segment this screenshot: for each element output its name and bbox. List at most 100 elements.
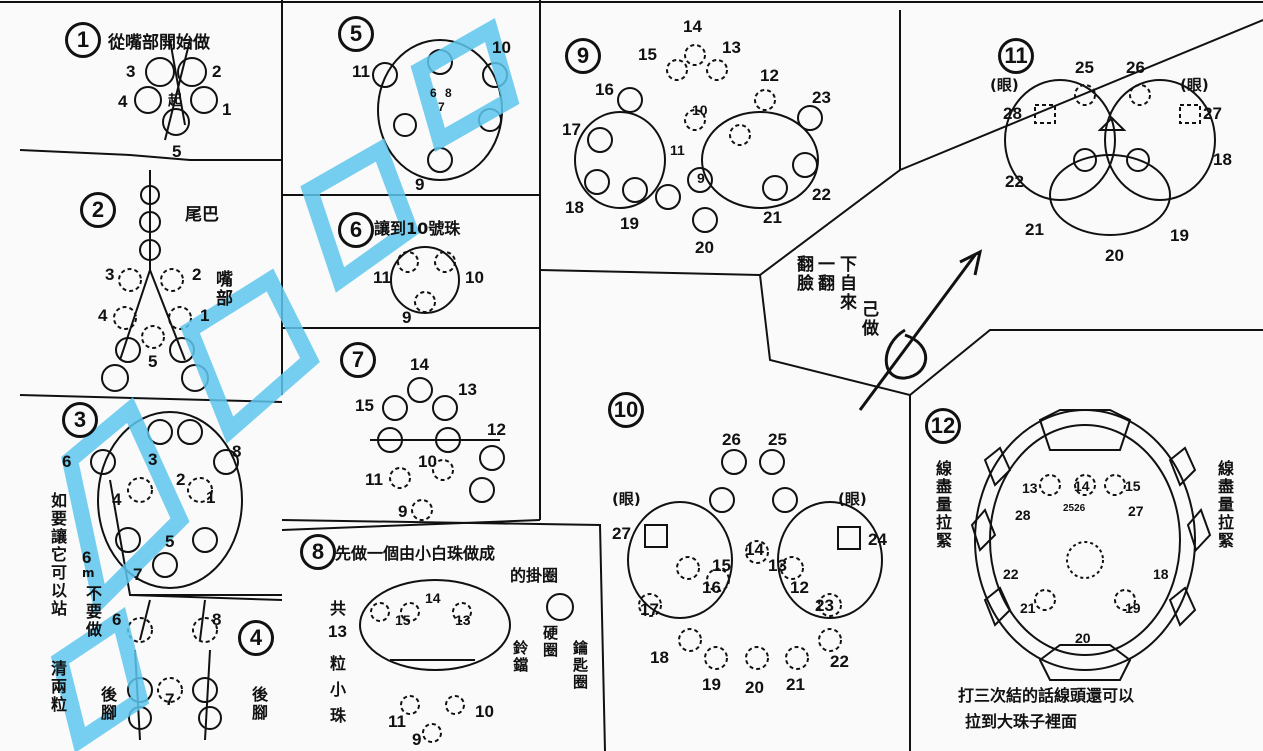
- bead-label: 18: [1213, 150, 1232, 169]
- start-label: 起: [168, 93, 182, 109]
- bead-label: 5: [165, 532, 175, 551]
- side-note-3: 清兩粒: [48, 660, 67, 714]
- bead-label: 1: [200, 306, 210, 325]
- bead-label: 21: [1020, 600, 1036, 616]
- bead-label: 4: [118, 92, 128, 111]
- bead-label: 11: [388, 712, 406, 731]
- step-1-badge: 1: [65, 22, 101, 58]
- bead-label: 28: [1015, 507, 1031, 523]
- bead-label: 16: [702, 578, 721, 597]
- bead-label: 23: [812, 88, 831, 107]
- bead-label: 22: [812, 185, 831, 204]
- bead-label: 14: [745, 540, 764, 559]
- bead-label: 7: [133, 565, 143, 584]
- bead-label: 16: [595, 80, 614, 99]
- bead-label: 17: [562, 120, 581, 139]
- side-note-2: 不要做: [83, 585, 102, 639]
- step-8-title-1: 先做一個由小白珠做成: [335, 544, 496, 563]
- bead-label: 4: [112, 490, 122, 509]
- bead-label: 10: [692, 102, 708, 118]
- bead-label: 9: [697, 170, 705, 186]
- bead-label: 13: [1022, 480, 1038, 496]
- bead-label: 10: [418, 452, 437, 471]
- bead-label: 11: [373, 268, 391, 287]
- bead-label: 2: [176, 470, 186, 489]
- bead-label: 10: [465, 268, 484, 287]
- step-3-badge: 3: [62, 402, 98, 438]
- bead-label: 26: [722, 430, 741, 449]
- bead-label: 8: [212, 610, 222, 629]
- bead-label: 8: [232, 442, 242, 461]
- bead-label: 13: [768, 556, 787, 575]
- flip-note-c2: 一翻: [814, 255, 834, 293]
- bead-label: 9: [398, 502, 408, 521]
- bead-label: 2526: [1063, 503, 1086, 514]
- bead-label: 21: [786, 675, 805, 694]
- step-9-badge: 9: [565, 38, 601, 74]
- bead-label: 11: [365, 470, 383, 489]
- bell-label: 鈴鐺: [511, 640, 529, 674]
- bead-label: 3: [126, 62, 136, 81]
- bead-label: 19: [620, 214, 639, 233]
- step-1-title: 從嘴部開始做: [108, 33, 210, 53]
- bead-label: 12: [487, 420, 506, 439]
- step-6-badge: 6: [338, 212, 374, 248]
- bead-label: 14: [1074, 478, 1090, 494]
- bead-label: 10: [475, 702, 494, 721]
- bead-label: 19: [702, 675, 721, 694]
- zhu-label: 珠: [330, 706, 347, 725]
- bead-label: 7: [165, 690, 175, 709]
- bead-label: 28: [1003, 104, 1022, 123]
- side-note-number: 6: [82, 548, 92, 567]
- bead-label: 5: [148, 352, 158, 371]
- bead-label: 22: [1003, 566, 1019, 582]
- step-8-badge: 8: [300, 534, 336, 570]
- bead-label: 7: [438, 100, 445, 114]
- bead-label: 15: [395, 612, 411, 628]
- bead-label: 9: [402, 308, 412, 327]
- bead-label: 18: [565, 198, 584, 217]
- hard-ring-label: 硬圈: [541, 625, 559, 659]
- bead-label: 13: [455, 612, 471, 628]
- bead-label: 6: [430, 86, 437, 100]
- bead-label: 18: [650, 648, 669, 667]
- bead-label: 14: [425, 590, 441, 606]
- bead-label: 4: [98, 306, 108, 325]
- step-8-title-2: 的掛圈: [510, 566, 559, 585]
- bead-label: 26: [1126, 58, 1145, 77]
- bead-label: 10: [492, 38, 511, 57]
- bead-label: 20: [745, 678, 764, 697]
- bead-label: 19: [1125, 600, 1141, 616]
- bead-label: 22: [1005, 172, 1024, 191]
- flip-note-c3: 下自來: [836, 255, 856, 312]
- flip-note-c4: 己做: [858, 300, 878, 338]
- bead-label: 27: [1203, 104, 1222, 123]
- bead-label: 9: [412, 730, 422, 749]
- step-10-badge: 10: [608, 392, 644, 428]
- bead-label: 22: [830, 652, 849, 671]
- tail-label: 尾巴: [185, 205, 219, 225]
- eye-right-label: (眼): [838, 490, 867, 508]
- step-7-badge: 7: [340, 342, 376, 378]
- step-6-title: 讓到10號珠: [374, 219, 461, 238]
- key-ring-label: 鑰匙圈: [571, 640, 589, 691]
- step-5-badge: 5: [338, 16, 374, 52]
- bead-label: 25: [1075, 58, 1094, 77]
- side-note-1: 如要讓它可以站: [48, 492, 67, 618]
- bead-label: 11: [670, 142, 685, 158]
- step-12-badge: 12: [925, 408, 961, 444]
- bead-label: 20: [1105, 246, 1124, 265]
- bead-label: 14: [410, 355, 429, 374]
- bead-label: 27: [612, 524, 631, 543]
- bead-label: 19: [1170, 226, 1189, 245]
- bead-label: 6: [62, 452, 72, 471]
- bead-label: 15: [355, 396, 374, 415]
- step-12-right-note: 線盡量拉緊: [1215, 460, 1234, 550]
- gong-label: 共: [330, 599, 347, 618]
- bead-label: 12: [760, 66, 779, 85]
- count-label: 13: [328, 622, 347, 641]
- bead-label: 18: [1153, 566, 1169, 582]
- bead-label: 21: [763, 208, 782, 227]
